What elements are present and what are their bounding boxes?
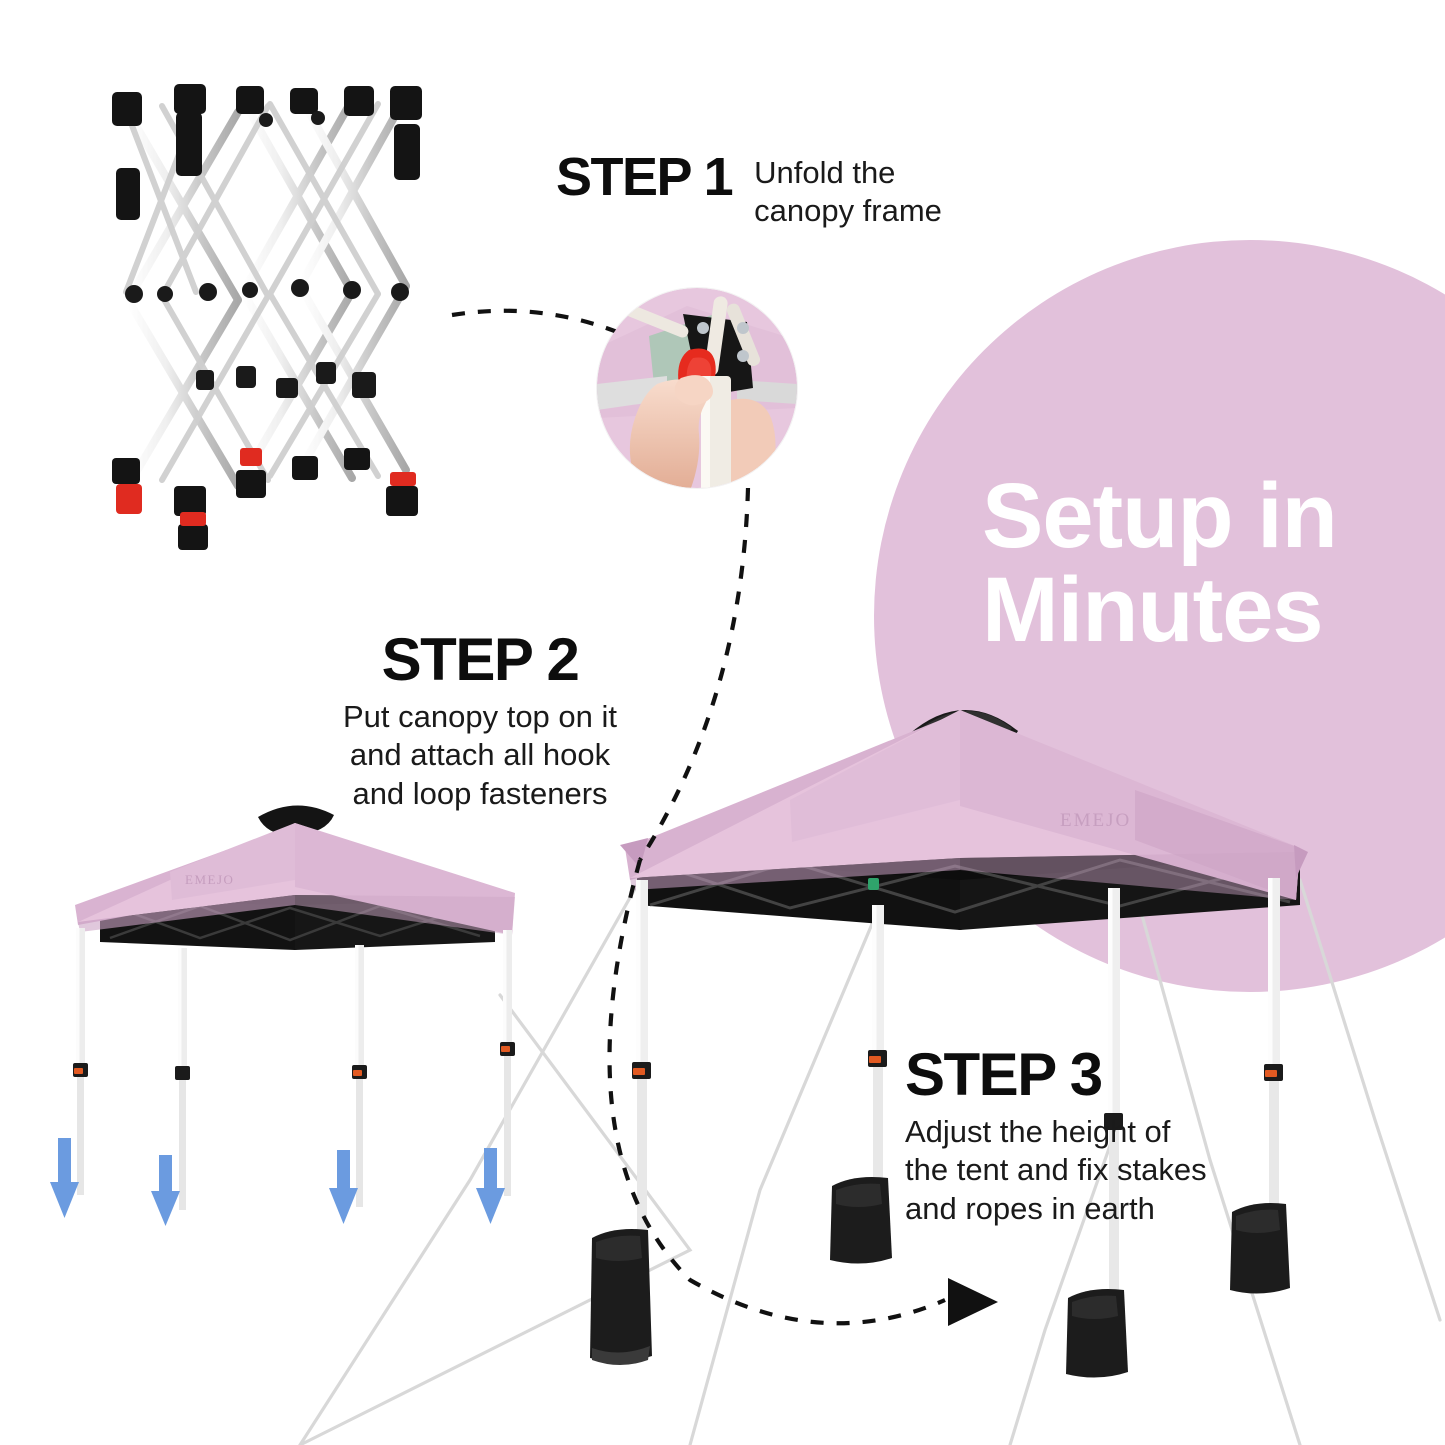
flow-line-frame-to-inset [451, 308, 633, 340]
step-2-block: STEP 2 Put canopy top on it and attach a… [330, 630, 630, 813]
release-button-closeup [597, 288, 797, 488]
step-2-title: STEP 2 [381, 626, 580, 693]
step-1-title: STEP 1 [556, 147, 734, 207]
step-2-body-line-1: Put canopy top on it [342, 699, 618, 734]
step-3-title: STEP 3 [905, 1041, 1103, 1108]
step-2-body-line-2: and attach all hook [349, 737, 611, 773]
step-2-body: Put canopy top on it and attach all hook… [330, 698, 630, 813]
step-3-body: Adjust the height of the tent and fix st… [905, 1113, 1235, 1228]
hero-headline: Setup in Minutes [982, 465, 1338, 661]
svg-text:EMEJO: EMEJO [185, 872, 234, 887]
step-3-body-line-2: the tent and fix stakes [905, 1152, 1207, 1188]
step-1-body-line-1: Unfold the [754, 155, 896, 190]
step-3-body-line-1: Adjust the height of [905, 1114, 1171, 1149]
step-1-body: Unfold the canopy frame [754, 154, 942, 231]
step-3-body-line-3: and ropes in earth [905, 1190, 1155, 1226]
hero-headline-line-1: Setup in [982, 465, 1338, 567]
flow-arrowhead [948, 1278, 998, 1326]
step-3-block: STEP 3 Adjust the height of the tent and… [905, 1045, 1235, 1228]
hero-headline-line-2: Minutes [982, 558, 1324, 661]
step-2-body-line-3: and loop fasteners [352, 775, 608, 811]
leg-extend-arrows [50, 1138, 505, 1226]
step-1-body-line-2: canopy frame [754, 193, 942, 229]
step-1-block: STEP 1 Unfold the canopy frame [556, 150, 942, 231]
flow-line-canopy-to-step3 [607, 859, 946, 1326]
flow-line-inset-to-canopy [638, 487, 751, 862]
